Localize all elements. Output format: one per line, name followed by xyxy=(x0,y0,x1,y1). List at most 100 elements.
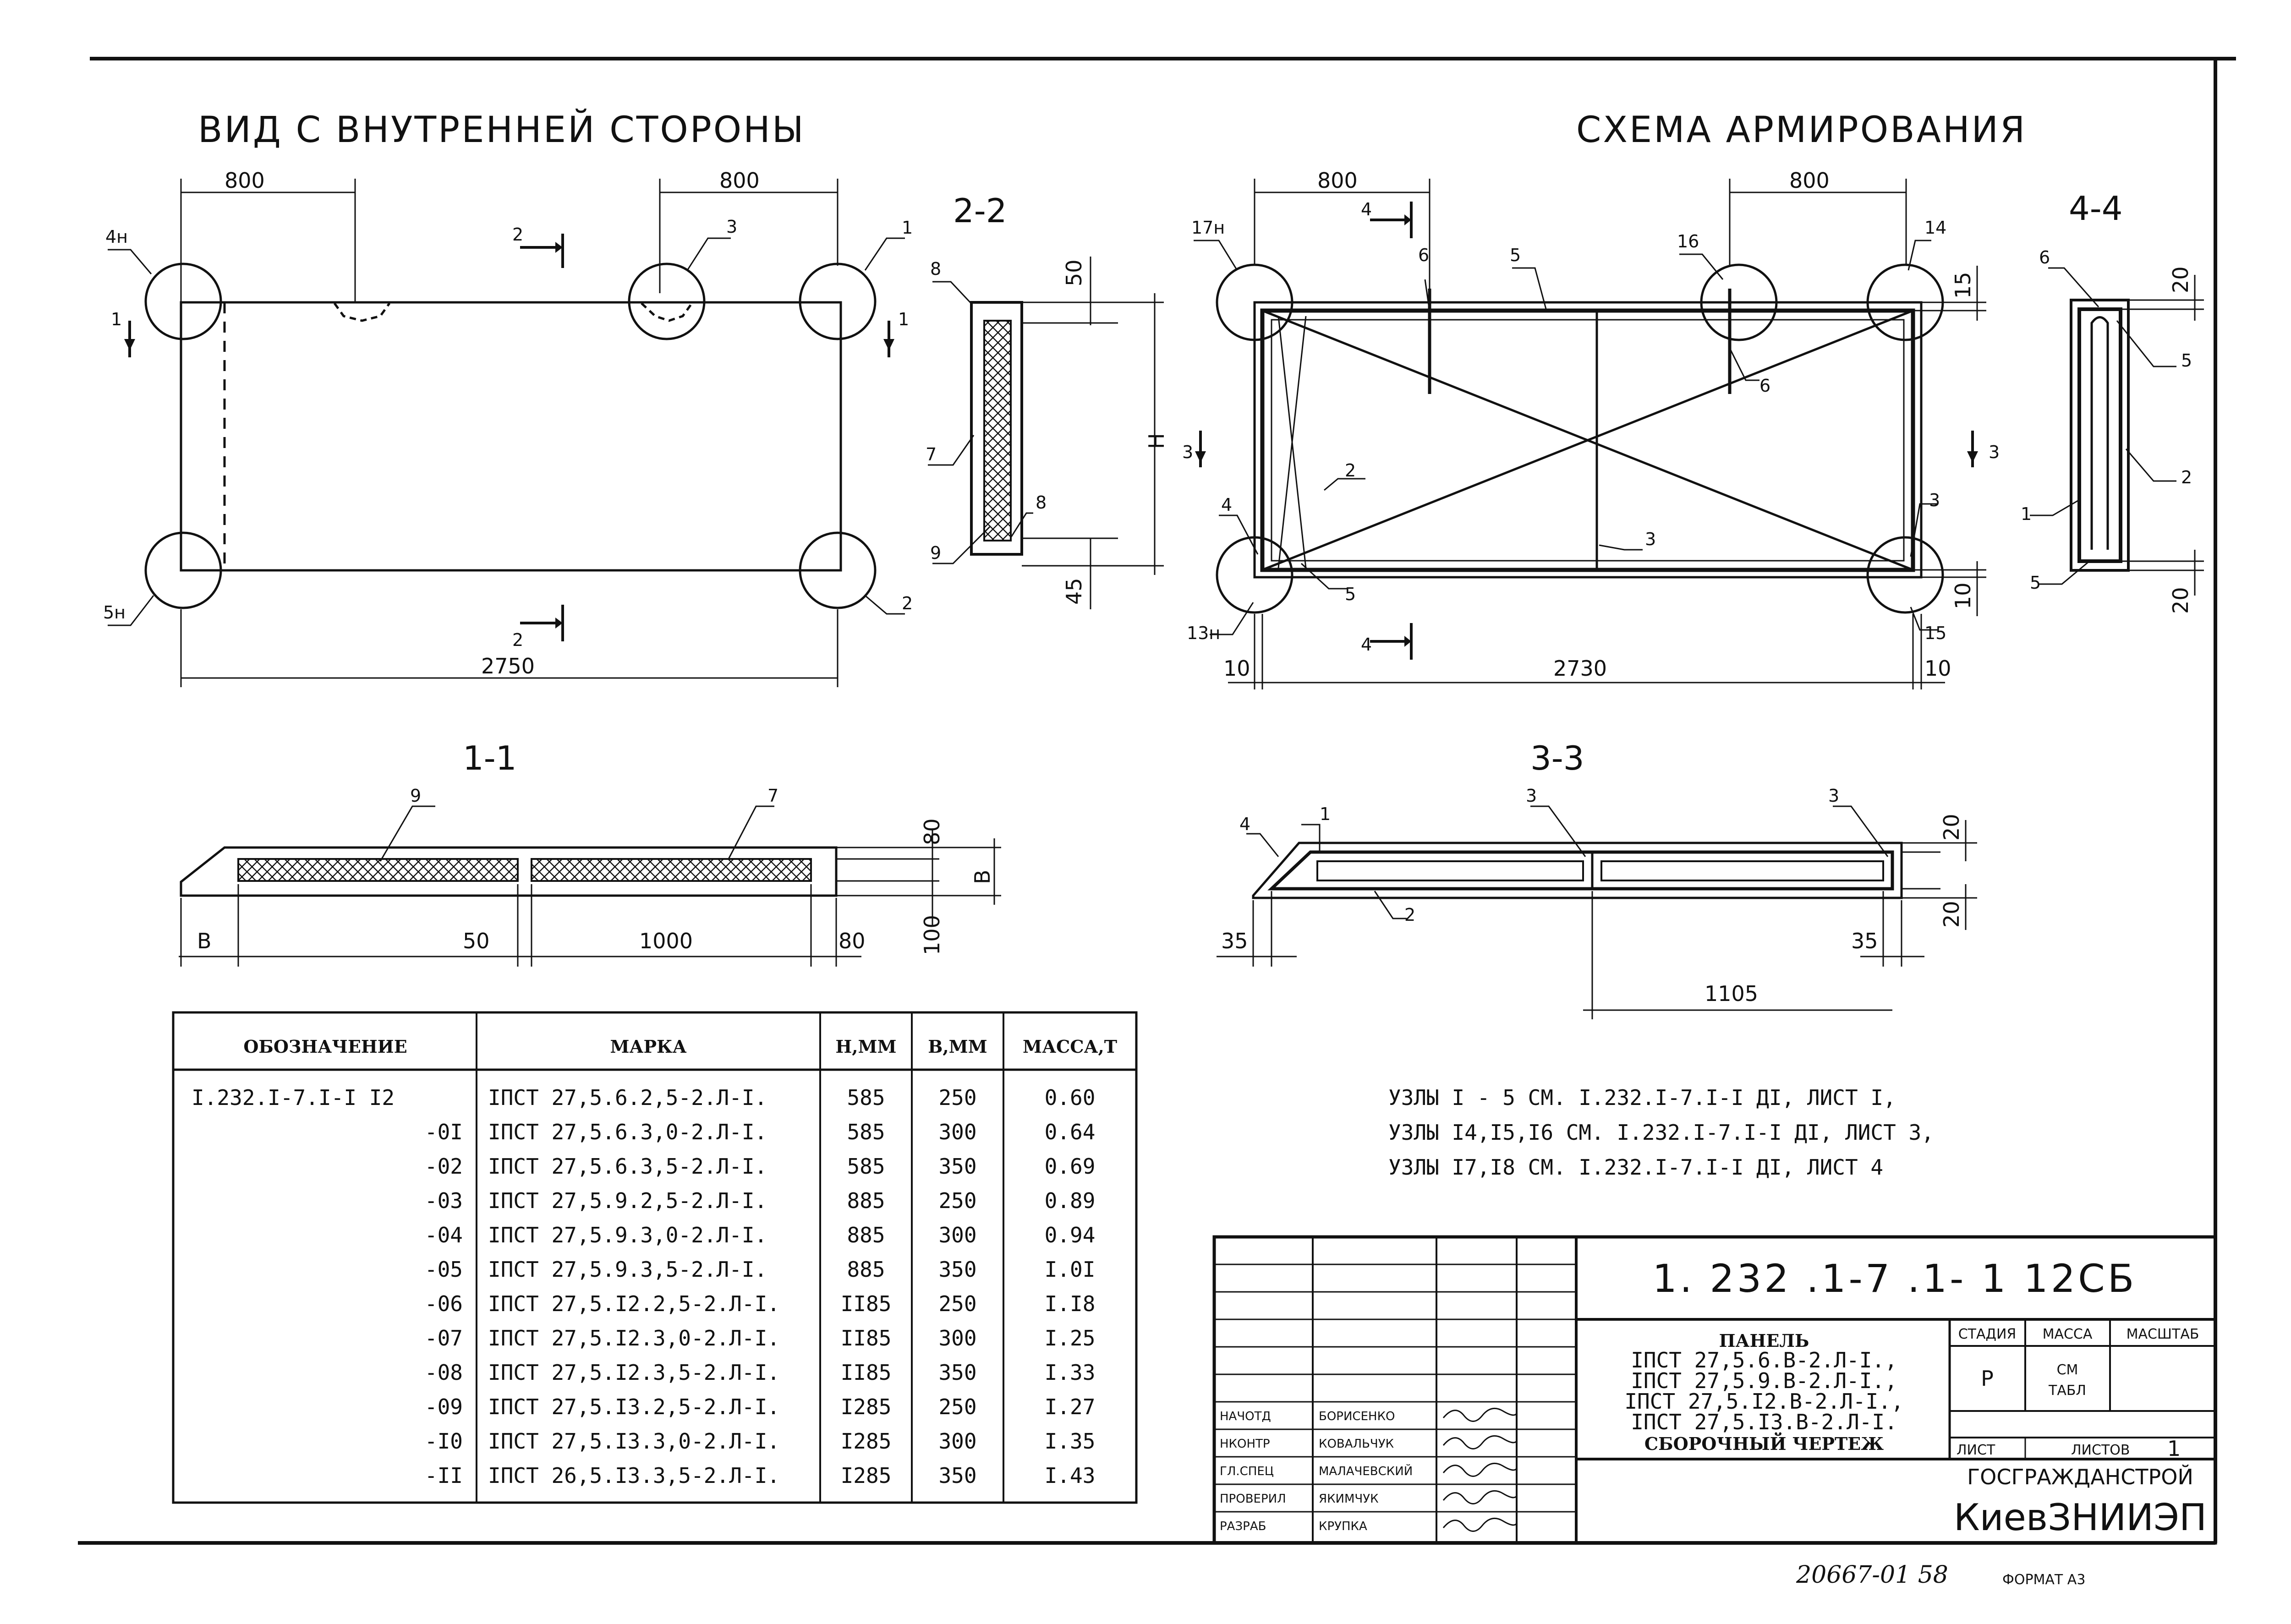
product-line-1: IПСТ 27,5.6.В-2.Л-I., xyxy=(1631,1348,1897,1372)
table-cell-h: II85 xyxy=(841,1291,892,1316)
s44-label-2: 2 xyxy=(2181,467,2192,487)
table-cell-b: 250 xyxy=(938,1085,976,1110)
table-cell-h: 885 xyxy=(847,1188,885,1213)
s33-label-3-center: 3 xyxy=(1526,786,1537,806)
document-code: 1. 232 .1-7 .1- 1 12СБ xyxy=(1653,1256,2137,1301)
sheets-value: 1 xyxy=(2167,1436,2181,1461)
handwritten-signature xyxy=(1442,1490,1518,1504)
dim-rebar-2730: 2730 xyxy=(1553,656,1607,681)
handwritten-signature xyxy=(1442,1435,1518,1449)
table-cell-mass: I.43 xyxy=(1045,1463,1096,1488)
table-cell-b: 350 xyxy=(938,1154,976,1179)
stage-value: Р xyxy=(1981,1366,1994,1391)
signature-role: РАЗРАБ xyxy=(1220,1520,1266,1533)
table-cell-h: 885 xyxy=(847,1257,885,1282)
node-label-4n: 4н xyxy=(105,227,128,247)
dim-22-bottom-45: 45 xyxy=(1062,578,1086,605)
table-cell-mass: I.25 xyxy=(1045,1326,1096,1351)
s33-label-1: 1 xyxy=(1320,804,1331,824)
cut-mark-1-left: 1 xyxy=(111,309,122,329)
signature-row: ПРОВЕРИЛ ЯКИМЧУК xyxy=(1220,1490,1518,1506)
dim-800-left: 800 xyxy=(225,168,265,193)
table-cell-b: 350 xyxy=(938,1463,976,1488)
table-cell-h: II85 xyxy=(841,1326,892,1351)
dim-11-1000: 1000 xyxy=(639,929,693,953)
table-cell-h: I285 xyxy=(841,1429,892,1454)
handwritten-signature xyxy=(1442,1462,1518,1477)
section-4-4-title: 4-4 xyxy=(2069,189,2123,228)
note-line-3: УЗЛЫ I7,I8 СМ. I.232.I-7.I-I ДI, ЛИСТ 4 xyxy=(1388,1155,1883,1180)
title-inner-view: ВИД С ВНУТРЕННЕЙ СТОРОНЫ xyxy=(198,109,806,151)
mass-value-line-1: СМ xyxy=(2057,1362,2078,1378)
table-cell-mass: 0.69 xyxy=(1045,1154,1096,1179)
table-header-designation: ОБОЗНАЧЕНИЕ xyxy=(243,1036,407,1057)
cut-mark-4-top: 4 xyxy=(1361,199,1372,219)
signature-name: БОРИСЕНКО xyxy=(1319,1410,1395,1423)
node-label-2: 2 xyxy=(902,593,913,613)
s44-label-5-top: 5 xyxy=(2181,350,2192,371)
table-cell-designation: -07 xyxy=(425,1326,463,1351)
signature-name: КРУПКА xyxy=(1319,1520,1367,1533)
signature-name: МАЛАЧЕВСКИЙ xyxy=(1319,1464,1413,1478)
s22-label-7: 7 xyxy=(926,444,937,465)
table-cell-b: 250 xyxy=(938,1394,976,1419)
table-cell-mark: IПСТ 27,5.I2.3,0-2.Л-I. xyxy=(488,1326,780,1351)
dim-22-top-50: 50 xyxy=(1062,259,1086,286)
table-cell-designation: -03 xyxy=(425,1188,463,1213)
table-cell-h: 585 xyxy=(847,1085,885,1110)
cut-mark-3-right: 3 xyxy=(1989,442,2000,462)
table-header-h: Н,ММ xyxy=(835,1036,896,1057)
table-cell-mark: IПСТ 26,5.I3.3,5-2.Л-I. xyxy=(488,1463,780,1488)
s44-label-5-bottom: 5 xyxy=(2030,573,2041,593)
dim-800-right: 800 xyxy=(719,168,760,193)
section-1-1: 1-1 9 7 В 50 1000 80 80 В 100 xyxy=(179,739,1001,967)
table-cell-mass: I.35 xyxy=(1045,1429,1096,1454)
dim-44-top-20: 20 xyxy=(2168,266,2193,293)
scale-header: МАСШТАБ xyxy=(2127,1326,2199,1342)
section-4-4: 4-4 20 20 6 5 2 1 5 xyxy=(2021,189,2204,614)
s33-label-3-right: 3 xyxy=(1828,786,1839,806)
table-cell-designation: -09 xyxy=(425,1394,463,1419)
section-3-3: 3-3 1 3 3 4 xyxy=(1217,739,1977,1019)
dim-33-35-left: 35 xyxy=(1221,929,1248,953)
reinforcement-scheme: 800 800 2730 10 10 15 10 17н 6 5 16 14 6… xyxy=(1182,168,2000,689)
table-cell-b: 350 xyxy=(938,1360,976,1385)
signature-role: НАЧОТД xyxy=(1220,1410,1271,1423)
title-reinforcement-scheme: СХЕМА АРМИРОВАНИЯ xyxy=(1576,109,2027,151)
cut-mark-1-right: 1 xyxy=(898,309,909,329)
table-cell-h: 885 xyxy=(847,1223,885,1247)
rebar-label-6-left: 6 xyxy=(1418,245,1429,265)
signature-name: ЯКИМЧУК xyxy=(1319,1492,1379,1506)
cut-mark-3-left: 3 xyxy=(1182,442,1193,462)
section-3-3-title: 3-3 xyxy=(1530,739,1584,777)
rebar-label-4-left: 4 xyxy=(1221,495,1232,515)
product-title: ПАНЕЛЬ xyxy=(1719,1330,1809,1351)
node-label-3: 3 xyxy=(726,217,737,237)
organization-line-1: ГОСГРАЖДАНСТРОЙ xyxy=(1967,1465,2193,1489)
table-cell-h: 585 xyxy=(847,1120,885,1144)
signature-role: НКОНТР xyxy=(1220,1437,1270,1451)
s11-label-9: 9 xyxy=(410,786,421,806)
rebar-label-2: 2 xyxy=(1345,460,1356,481)
dim-rebar-15: 15 xyxy=(1951,272,1975,299)
signature-role: ПРОВЕРИЛ xyxy=(1220,1492,1286,1506)
table-cell-designation: -08 xyxy=(425,1360,463,1385)
rebar-label-15: 15 xyxy=(1924,623,1946,643)
dim-rebar-800-right: 800 xyxy=(1789,168,1830,193)
cut-mark-2-bottom: 2 xyxy=(512,630,523,650)
s33-label-4: 4 xyxy=(1239,814,1250,834)
mass-value-line-2: ТАБЛ xyxy=(2048,1383,2086,1399)
table-cell-mass: 0.60 xyxy=(1045,1085,1096,1110)
rebar-label-3-right: 3 xyxy=(1929,490,1940,510)
table-cell-mass: I.33 xyxy=(1045,1360,1096,1385)
table-cell-designation: -05 xyxy=(425,1257,463,1282)
table-cell-designation: -04 xyxy=(425,1223,463,1247)
section-2-2-title: 2-2 xyxy=(953,191,1007,230)
cut-mark-2-top: 2 xyxy=(512,224,523,245)
node-label-5n: 5н xyxy=(103,602,126,623)
dim-33-1105: 1105 xyxy=(1705,981,1758,1006)
